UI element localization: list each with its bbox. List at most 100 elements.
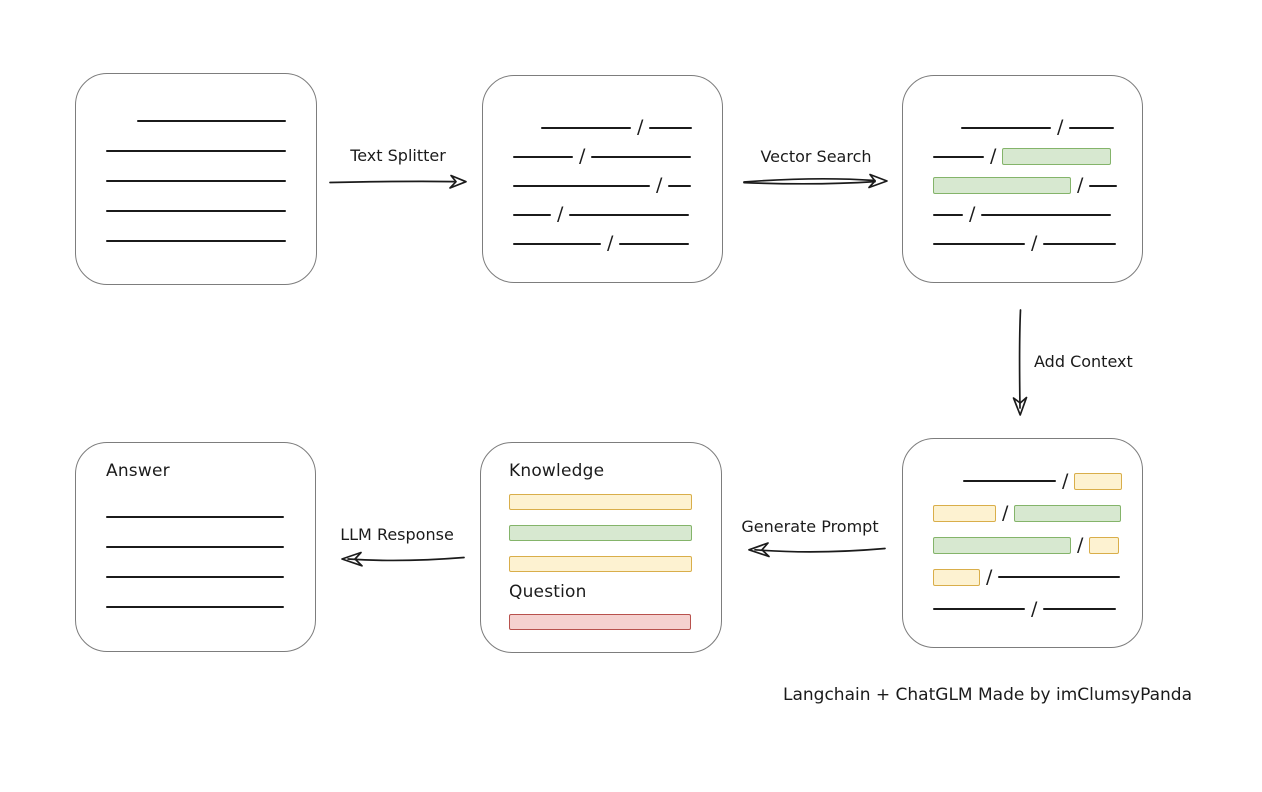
chunk-row: / — [933, 113, 1142, 142]
text-line — [513, 155, 573, 158]
split-chunks-node: / / / / / — [482, 75, 723, 283]
matched-chunks-node: / / / / / — [902, 75, 1143, 283]
knowledge-label: Knowledge — [509, 461, 605, 481]
text-line — [933, 242, 1025, 245]
slash-separator: / — [1031, 597, 1038, 620]
add-context-arrow — [1012, 309, 1028, 416]
vector-search-label: Vector Search — [760, 147, 872, 166]
text-line — [998, 576, 1121, 578]
red-bar — [509, 614, 691, 630]
document-lines — [76, 74, 316, 242]
text-line — [619, 242, 690, 245]
split-chunks-rows: / / / / / — [483, 76, 722, 282]
text-line — [981, 213, 1112, 216]
text-line — [569, 213, 690, 216]
text-line — [1043, 242, 1117, 245]
text-line — [961, 126, 1051, 129]
chunk-row: / — [513, 171, 722, 200]
green-highlight-chunk — [933, 536, 1071, 554]
slash-separator: / — [1002, 501, 1009, 524]
text-line — [933, 608, 1025, 610]
prompt-node: Knowledge Question — [480, 442, 722, 653]
chunk-row: / — [513, 200, 722, 229]
knowledge-bars — [509, 494, 693, 572]
chunk-row: / — [513, 142, 722, 171]
llm-response-arrow — [341, 551, 465, 567]
text-line — [106, 516, 284, 518]
slash-separator: / — [1062, 469, 1069, 492]
text-line — [137, 120, 286, 122]
question-label: Question — [509, 582, 587, 602]
chunk-row: / — [933, 593, 1142, 625]
yellow-highlight-chunk — [933, 568, 980, 586]
text-line — [513, 213, 551, 216]
context-chunks-node: / / / / / — [902, 438, 1143, 648]
green-highlight-chunk — [1002, 148, 1112, 165]
text-splitter-label: Text Splitter — [350, 146, 446, 165]
slash-separator: / — [969, 203, 976, 225]
context-chunks-rows: / / / / / — [903, 439, 1142, 647]
chunk-row: / — [933, 200, 1142, 229]
text-splitter-arrow — [329, 174, 467, 189]
chunk-row: / — [513, 113, 722, 142]
text-line — [1069, 126, 1115, 129]
answer-lines — [106, 516, 285, 608]
slash-separator: / — [1077, 174, 1084, 196]
text-line — [649, 126, 693, 129]
text-line — [541, 126, 631, 129]
text-line — [513, 242, 601, 245]
question-bars — [509, 614, 693, 630]
generate-prompt-arrow — [748, 542, 886, 558]
chunk-row: / — [933, 465, 1142, 497]
text-line — [106, 576, 284, 578]
green-bar — [509, 525, 692, 541]
yellow-bar — [509, 494, 692, 510]
slash-separator: / — [607, 232, 614, 254]
matched-chunks-rows: / / / / / — [903, 76, 1142, 282]
chunk-row: / — [933, 529, 1142, 561]
document-node — [75, 73, 317, 285]
vector-search-arrow — [743, 173, 888, 189]
text-line — [1043, 608, 1117, 610]
text-line — [106, 180, 286, 182]
chunk-row: / — [513, 229, 722, 258]
text-line — [106, 606, 284, 608]
text-line — [106, 150, 286, 152]
chunk-row: / — [933, 171, 1142, 200]
slash-separator: / — [986, 565, 993, 588]
text-line — [106, 240, 286, 242]
yellow-highlight-chunk — [1074, 472, 1123, 490]
answer-node: Answer — [75, 442, 316, 652]
text-line — [106, 546, 284, 548]
chunk-row: / — [933, 561, 1142, 593]
text-line — [933, 213, 963, 216]
slash-separator: / — [557, 203, 564, 225]
text-line — [591, 155, 692, 158]
slash-separator: / — [1031, 232, 1038, 254]
text-line — [963, 480, 1056, 482]
chunk-row: / — [933, 142, 1142, 171]
yellow-highlight-chunk — [933, 504, 996, 522]
add-context-label: Add Context — [1034, 352, 1133, 371]
slash-separator: / — [990, 145, 997, 167]
yellow-bar — [509, 556, 692, 572]
text-line — [668, 184, 692, 187]
green-highlight-chunk — [1014, 504, 1122, 522]
chunk-row: / — [933, 229, 1142, 258]
caption: Langchain + ChatGLM Made by imClumsyPand… — [783, 685, 1192, 705]
green-highlight-chunk — [933, 177, 1071, 194]
generate-prompt-label: Generate Prompt — [741, 517, 879, 536]
chunk-row: / — [933, 497, 1142, 529]
slash-separator: / — [1077, 533, 1084, 556]
text-line — [1089, 184, 1118, 187]
text-line — [513, 184, 650, 187]
answer-label: Answer — [106, 461, 170, 481]
slash-separator: / — [579, 145, 586, 167]
slash-separator: / — [656, 174, 663, 196]
text-line — [106, 210, 286, 212]
text-line — [933, 155, 984, 158]
slash-separator: / — [1057, 116, 1064, 138]
llm-response-label: LLM Response — [340, 525, 454, 544]
slash-separator: / — [637, 116, 644, 138]
